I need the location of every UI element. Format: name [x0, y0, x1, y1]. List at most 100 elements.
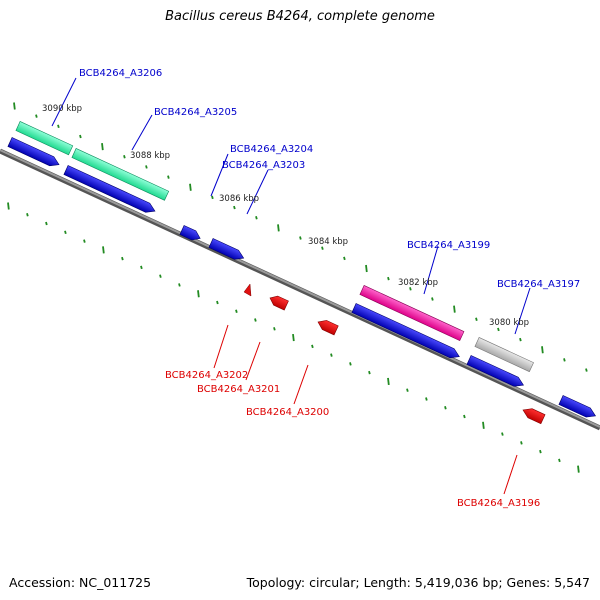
- scale-tick: [167, 175, 170, 179]
- scale-tick: [140, 265, 143, 270]
- kbp-label: 3086 kbp: [219, 194, 259, 204]
- scale-tick: [497, 327, 500, 332]
- gene-label-a3197[interactable]: BCB4264_A3197: [497, 279, 580, 290]
- scale-tick: [235, 309, 238, 313]
- scale-tick: [64, 230, 67, 235]
- kbp-labels: 3090 kbp 3088 kbp 3086 kbp 3084 kbp 3082…: [42, 104, 529, 328]
- feature-gray[interactable]: [474, 337, 534, 373]
- kbp-label: 3084 kbp: [308, 237, 348, 247]
- scale-ticks: [7, 102, 588, 473]
- cds-forward-a3206[interactable]: [7, 137, 61, 169]
- scale-tick: [475, 317, 478, 322]
- scale-tick: [189, 183, 192, 191]
- scale-tick: [273, 327, 276, 331]
- gene-label-a3201[interactable]: BCB4264_A3201: [197, 384, 280, 395]
- gene-label-a3204[interactable]: BCB4264_A3204: [230, 144, 313, 155]
- scale-tick: [563, 358, 566, 362]
- scale-tick: [365, 264, 368, 273]
- scale-tick: [102, 246, 105, 254]
- cds-reverse-a3202[interactable]: [243, 283, 252, 297]
- cds-reverse-a3196[interactable]: [521, 405, 546, 425]
- scale-tick: [121, 256, 124, 261]
- scale-tick: [558, 458, 561, 463]
- scale-tick: [197, 290, 200, 298]
- cds-forward-edge[interactable]: [558, 395, 598, 420]
- reverse-gene-labels: BCB4264_A3202 BCB4264_A3201 BCB4264_A320…: [165, 370, 540, 509]
- feature-green-1[interactable]: [15, 121, 74, 156]
- label-leaders: [51, 77, 531, 495]
- scale-tick: [406, 388, 409, 392]
- scale-tick: [501, 432, 504, 436]
- scale-tick: [387, 377, 390, 386]
- scale-tick: [45, 221, 48, 226]
- scale-tick: [292, 333, 295, 342]
- scale-tick: [83, 239, 86, 243]
- cds-forward-a3199[interactable]: [351, 303, 462, 361]
- scale-tick: [57, 124, 60, 129]
- kbp-label: 3090 kbp: [42, 104, 82, 114]
- scale-tick: [35, 114, 38, 118]
- scale-tick: [453, 305, 456, 313]
- scale-tick: [541, 346, 544, 354]
- scale-tick: [321, 246, 324, 250]
- scale-tick: [13, 102, 16, 110]
- scale-tick: [311, 344, 314, 349]
- scale-tick: [7, 202, 10, 210]
- scale-tick: [159, 274, 162, 278]
- scale-tick: [539, 449, 542, 454]
- cds-forward-a3203[interactable]: [208, 238, 246, 262]
- kbp-label: 3088 kbp: [130, 151, 170, 161]
- scale-tick: [123, 155, 126, 159]
- cds-forward-a3204[interactable]: [179, 225, 202, 242]
- scale-tick: [520, 441, 523, 445]
- scale-tick: [482, 421, 485, 429]
- cds-reverse-a3201[interactable]: [268, 293, 289, 311]
- feature-green-2[interactable]: [71, 148, 170, 201]
- scale-tick: [444, 406, 447, 410]
- gene-label-a3196[interactable]: BCB4264_A3196: [457, 498, 540, 509]
- gene-label-a3203[interactable]: BCB4264_A3203: [222, 160, 305, 171]
- scale-tick: [79, 134, 82, 139]
- scale-tick: [330, 353, 333, 357]
- scale-tick: [233, 205, 236, 210]
- scale-tick: [299, 236, 302, 240]
- scale-tick: [26, 213, 29, 217]
- scale-tick: [387, 276, 390, 281]
- cds-forward-a3197[interactable]: [466, 355, 526, 389]
- scale-tick: [585, 368, 588, 372]
- scale-tick: [425, 397, 428, 401]
- forward-gene-labels: BCB4264_A3206 BCB4264_A3205 BCB4264_A320…: [79, 68, 580, 290]
- feature-pink[interactable]: [359, 285, 465, 342]
- gene-label-a3205[interactable]: BCB4264_A3205: [154, 107, 237, 118]
- scale-tick: [577, 465, 580, 473]
- cds-reverse-a3200[interactable]: [316, 317, 339, 336]
- gene-label-a3202[interactable]: BCB4264_A3202: [165, 370, 248, 381]
- scale-tick: [343, 256, 346, 261]
- scale-tick: [368, 370, 371, 375]
- scale-tick: [349, 362, 352, 366]
- scale-tick: [178, 283, 181, 287]
- scale-tick: [101, 143, 104, 151]
- scale-tick: [431, 297, 434, 301]
- kbp-label: 3082 kbp: [398, 278, 438, 288]
- scale-tick: [519, 337, 522, 342]
- kbp-label: 3080 kbp: [489, 318, 529, 328]
- gene-label-a3200[interactable]: BCB4264_A3200: [246, 407, 329, 418]
- scale-tick: [255, 215, 258, 220]
- gene-label-a3199[interactable]: BCB4264_A3199: [407, 240, 490, 251]
- scale-tick: [277, 224, 280, 232]
- scale-tick: [211, 195, 214, 200]
- genome-backbone-highlight: [0, 149, 600, 428]
- cds-forward-a3205[interactable]: [63, 165, 157, 215]
- scale-tick: [409, 287, 412, 291]
- scale-tick: [145, 165, 148, 169]
- accession-text: Accession: NC_011725: [9, 575, 152, 590]
- gene-label-a3206[interactable]: BCB4264_A3206: [79, 68, 162, 79]
- genome-summary: Topology: circular; Length: 5,419,036 bp…: [246, 575, 590, 590]
- scale-tick: [216, 300, 219, 305]
- scale-tick: [254, 318, 257, 322]
- genome-title: Bacillus cereus B4264, complete genome: [165, 9, 435, 24]
- gene-features: [7, 121, 598, 425]
